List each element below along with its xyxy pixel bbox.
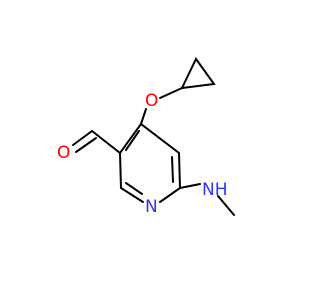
bond-nh-methyl <box>217 195 235 216</box>
bond-o-cyclopropyl <box>159 87 183 99</box>
ether-oxygen-label: O <box>145 91 158 111</box>
aldehyde-double-bond-outer <box>72 130 93 146</box>
bond-c2-nh <box>179 183 201 189</box>
double-bond-c4-c5 <box>125 130 140 151</box>
bond-n1-c2 <box>159 187 181 203</box>
bond-c6-n1 <box>120 187 144 203</box>
bond-c2-c3 <box>178 152 181 189</box>
double-bond-c2-c3 <box>171 156 174 183</box>
methylamino-group: NH <box>179 180 235 216</box>
ring-nitrogen-label: N <box>145 197 158 217</box>
molecule-diagram: O O N NH <box>57 57 235 217</box>
bond-c5-cho <box>91 130 121 154</box>
bond-c3-c4 <box>140 123 180 154</box>
cyclopropyloxy-group: O <box>140 57 216 125</box>
aldehyde-double-bond-inner <box>75 137 97 153</box>
double-bond-c6-n1 <box>125 182 143 195</box>
bond-c4-o <box>140 108 147 125</box>
amine-nh-label: NH <box>202 180 228 200</box>
aldehyde-oxygen-label: O <box>57 143 70 163</box>
bond-c4-c5 <box>119 123 142 154</box>
bond-c5-c6 <box>119 152 122 189</box>
structure-canvas: O O N NH <box>57 57 235 217</box>
pyridine-ring <box>119 123 181 203</box>
aldehyde-group: O <box>57 130 121 163</box>
cyclopropyl-ring <box>180 57 216 90</box>
